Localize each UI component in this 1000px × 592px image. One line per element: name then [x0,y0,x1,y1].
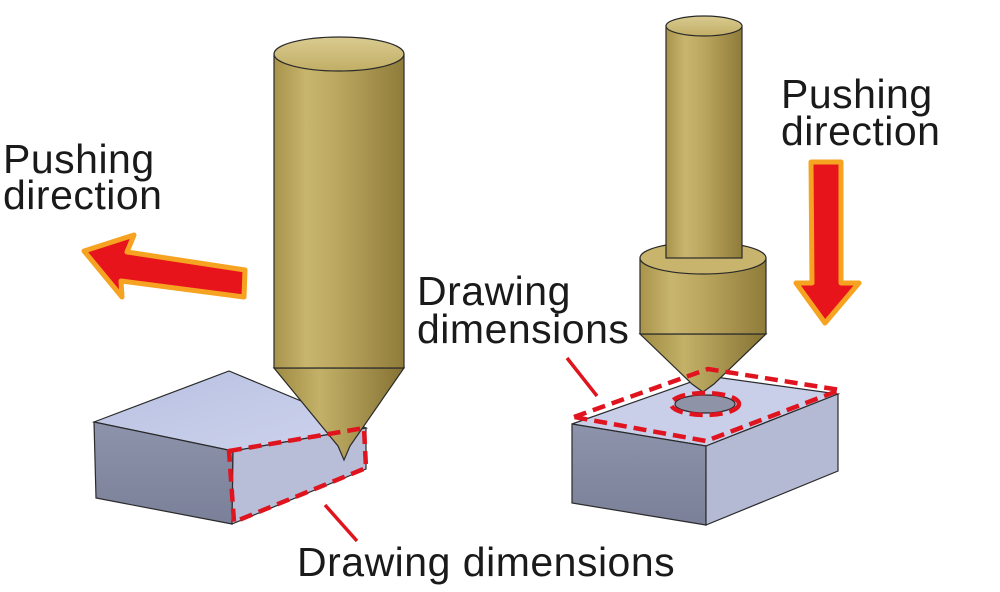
right-hole-dimension-outline [668,390,742,418]
right-workpiece-block [571,375,841,526]
right-dimension-outline [571,366,843,444]
right-stepped-tool [638,15,768,393]
right-dimension-label-line-1: Drawing [417,268,571,314]
right-direction-label-line-2: direction [781,108,940,154]
right-assembly [565,15,862,526]
left-direction-label: Pushing direction [3,136,167,218]
left-assembly [81,36,406,543]
right-drilled-hole [674,394,736,414]
right-pushing-arrow [793,159,862,326]
right-dimension-leader-line [565,356,599,398]
right-direction-label: Pushing direction [781,71,945,154]
left-workpiece-block [91,370,369,525]
left-tool-end-cap [273,36,405,72]
left-direction-label-line-2: direction [3,172,162,218]
left-dimension-label: Drawing dimensions [297,539,675,585]
left-pointed-tool [272,36,406,462]
left-dimension-leader-line [323,503,359,543]
right-dimension-label-line-2: dimensions [417,306,629,352]
right-block-side-face [705,393,839,526]
right-dimension-label: Drawing dimensions [417,268,629,352]
right-direction-label-line-1: Pushing [781,71,933,117]
right-tool-shank [665,25,743,259]
left-dimension-outline [226,425,369,525]
left-tool-shank [273,53,405,369]
left-direction-label-line-1: Pushing [3,136,155,182]
right-tool-end-cap [665,15,743,37]
left-pushing-arrow [81,232,248,300]
